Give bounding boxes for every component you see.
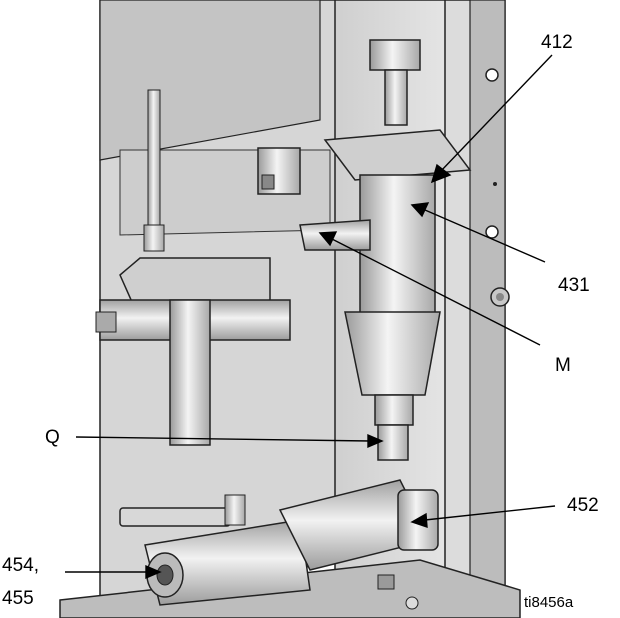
arrow-412	[430, 163, 452, 184]
arrow-431	[410, 202, 430, 218]
ball-valve	[119, 494, 311, 606]
vertical-rod	[143, 89, 165, 252]
leader-lines	[65, 54, 556, 580]
solenoid-valve	[257, 147, 301, 195]
callout-431: 431	[558, 275, 590, 296]
callout-455: 455	[2, 588, 34, 609]
callout-412: 412	[541, 32, 573, 53]
pump-column	[323, 39, 472, 461]
figure-reference-id: ti8456a	[524, 594, 574, 611]
arrow-452	[410, 512, 428, 528]
arrow-Q	[367, 433, 384, 449]
callout-454: 454,	[2, 555, 39, 576]
callout-Q: Q	[45, 427, 60, 448]
callout-452: 452	[567, 495, 599, 516]
arrow-M	[318, 231, 338, 247]
leader-412	[439, 54, 553, 173]
leader-Q	[75, 436, 371, 442]
leader-M	[329, 237, 541, 346]
leader-431	[424, 209, 546, 263]
filter-assembly	[95, 257, 291, 446]
arrow-454	[145, 564, 162, 580]
callout-M: M	[555, 355, 571, 376]
leader-452	[424, 505, 556, 521]
